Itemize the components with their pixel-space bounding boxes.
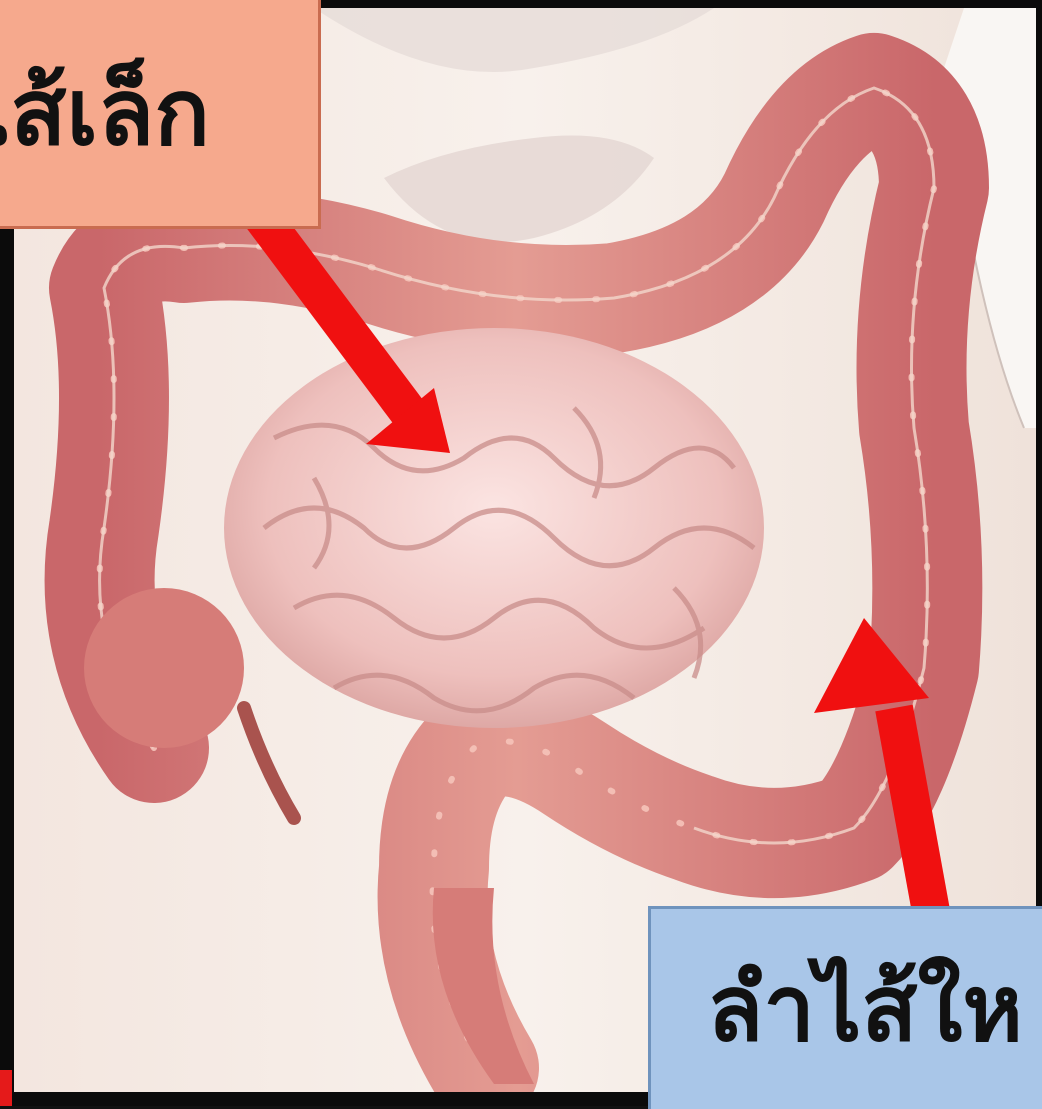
small-intestine [224, 328, 764, 728]
cecum [84, 588, 244, 748]
small-intestine-label: ไส้เล็ก [0, 0, 321, 229]
red-corner-mark [0, 1070, 12, 1106]
large-intestine-label: ลำไส้ให [648, 906, 1042, 1109]
